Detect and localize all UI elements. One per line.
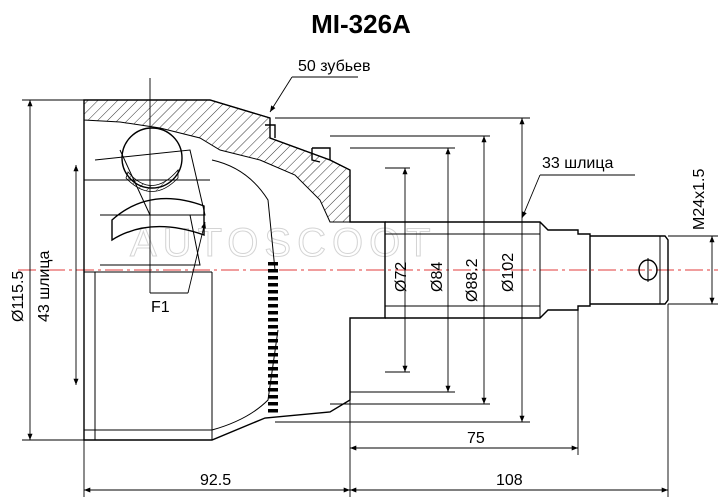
outer-diameter-label: Ø115.5: [10, 271, 27, 322]
outer-housing: [83, 99, 386, 441]
outer-splines-label: 33 шлица: [542, 155, 614, 172]
stub-shaft: [385, 221, 669, 319]
part-title: MI-326A: [311, 9, 411, 39]
inner-race: [111, 197, 205, 242]
d84-label: Ø84: [429, 262, 446, 292]
f1-label: F1: [151, 299, 170, 316]
abs-ring-teeth: [268, 262, 278, 413]
d72-label: Ø72: [393, 262, 410, 292]
len-92-label: 92.5: [200, 472, 231, 489]
d102-label: Ø102: [500, 253, 517, 292]
length-dimensions: [83, 304, 669, 497]
thread-label: M24x1.5: [691, 169, 708, 230]
teeth-label: 50 зубьев: [298, 58, 370, 75]
leaders: [149, 76, 635, 294]
inner-splines-label: 43 шлица: [36, 250, 53, 322]
len-108-label: 108: [496, 472, 523, 489]
diameter-dimensions: [22, 99, 718, 441]
len-75-label: 75: [467, 430, 485, 447]
d88-label: Ø88.2: [464, 258, 481, 302]
